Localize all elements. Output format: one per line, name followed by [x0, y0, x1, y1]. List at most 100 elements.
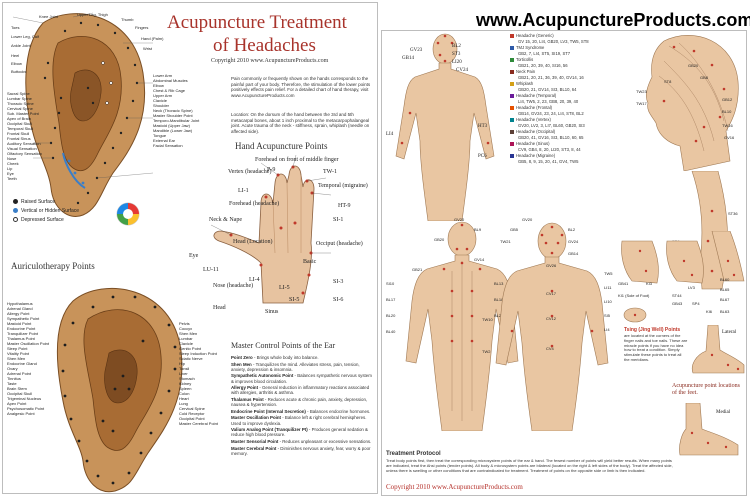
swatch-icon [510, 45, 514, 50]
ear-point-label: Shen Men [179, 331, 198, 336]
legend-entry-points: LI4, TW5, 2, 23, GB8, 20, 39, 40 [518, 99, 579, 104]
legend-entry: Headache (Sinus) [510, 141, 635, 146]
foot-point-label: SP4 [692, 301, 700, 306]
front-point-label: GB14 [568, 251, 579, 256]
master-point-item: Allergy Point - General reduction in inf… [231, 385, 370, 396]
swatch-icon [510, 69, 514, 74]
hand-point-li4: LI-4 [249, 277, 260, 283]
ear-point-label: Hip [179, 361, 186, 366]
ear-label: Cervical Spine [7, 106, 33, 111]
ear-label: Neck (Thoracic Spine) [153, 108, 193, 113]
site-url[interactable]: www.AcupunctureProducts.com [476, 10, 750, 30]
ear-label-wrist: Wrist [143, 46, 153, 51]
ear-point-label: Vitality Point [7, 351, 29, 356]
hand-label-basic: Basic [303, 259, 317, 265]
legend-entry-points: GB2, 7, LI4, ST5, SI19, ST7 [518, 51, 571, 56]
master-points-list: Point Zero - Brings whole body into bala… [231, 355, 373, 457]
front-point-label: BL2 [568, 227, 576, 232]
front-point-label: TW2 [482, 349, 491, 354]
legend-entry: Headache (Frontal) [510, 105, 635, 110]
front-point-label: TW21 [500, 239, 511, 244]
legend-entry: Neck Pain [510, 69, 635, 74]
ear-label: Visual Sensation [7, 146, 37, 151]
foot-point-label: KI1 (Sole of Foot) [618, 293, 650, 298]
ear-point-label: Cold Receptor [179, 411, 205, 416]
ear-point-label: Pelvis [179, 321, 190, 326]
ear-label: Mastoid (Upper Jaw) [153, 123, 190, 128]
hand-label-neck-nape: Neck & Nape [209, 217, 242, 223]
body-point-label: GB14 [402, 56, 414, 61]
head-point-label: GB8 [700, 75, 709, 80]
ear-point-label: Tinnitus [7, 376, 21, 381]
front-point-label: LI11 [604, 285, 612, 290]
foot-sole-figure [623, 307, 647, 323]
ear-label: Occipital Skull [7, 121, 33, 126]
front-point-label: GV24 [568, 239, 579, 244]
head-profile-figure [646, 35, 739, 171]
tsing-text: are located at the corners of the finger… [624, 333, 688, 362]
foot-point-label: GB43 [672, 301, 683, 306]
ear-label: Elbow [153, 83, 164, 88]
legend-entry-points: GV 15, 20, LI4, GB20, LV3, TW5, ST8 [518, 39, 589, 44]
ear-label: Mandible (Lower Jaw) [153, 128, 193, 133]
back-point-label: GB21 [412, 267, 423, 272]
hand-label-sinus: Sinus [265, 309, 279, 315]
back-point-label: GV14 [474, 257, 485, 262]
legend-entry-points: GB21, 20, 21, 36, 39, 40, GV14, 16 [518, 75, 584, 80]
head-point-label: TW16 [722, 123, 733, 128]
back-point-label: GV20 [454, 217, 465, 222]
master-section-title: Master Control Points of the Ear [231, 341, 336, 350]
ear-point-label: Apex Point [7, 401, 27, 406]
swatch-icon [510, 141, 514, 146]
ear-label: Sub. Master Point [7, 111, 39, 116]
legend-depressed: Depressed Surface [13, 217, 64, 223]
ear-label-lower-leg: Lower Leg, Calf [11, 34, 40, 39]
hand-point-si3: SI-3 [333, 279, 344, 285]
condition-legend: Headache (Generic) GV 15, 20, LI4, GB20,… [510, 33, 635, 165]
chart-title-line2: of Headaches [213, 35, 316, 56]
ear-point-label: Master Cerebral Point [179, 421, 218, 426]
ear-point-label: Psychosomatic Point [7, 406, 45, 411]
legend-entry: Torticollis [510, 57, 635, 62]
ear-label-knee-joint: Knee Joint [39, 14, 58, 19]
front-point-label: GV20 [522, 217, 533, 222]
ear-label-ankle-joint: Ankle Joint [11, 43, 31, 48]
master-point-item: Thalamus Point - Reduces acute & chronic… [231, 396, 368, 408]
depressed-dot-icon [13, 217, 18, 223]
vertical-dot-icon [13, 208, 18, 214]
intro-paragraph-1: Pain commonly or frequently shown on the… [231, 76, 371, 98]
hand-point-si1: SI-1 [333, 217, 344, 223]
front-point-label: GB5 [510, 227, 519, 232]
ear-label: Apex of Brain [7, 116, 32, 121]
foot-point-label: KI3 [646, 281, 653, 286]
body-point-label: GV23 [410, 48, 423, 53]
body-point-label: HT3 [478, 124, 488, 129]
front-point-label: TW10 [482, 317, 493, 322]
body-point-label: BL2 [452, 44, 461, 49]
head-point-label: ST8 [664, 79, 672, 84]
ear-point-label: Kidney [179, 381, 192, 386]
ear-point-label: Sleep Induction Point [179, 351, 217, 356]
foot-point-label: KI6 [706, 309, 713, 314]
ear-label: Chest & Rib Cage [153, 88, 186, 93]
swatch-icon [510, 129, 514, 134]
hand-label-occiput: Occiput (headache) [316, 241, 363, 247]
ear-label: Master Shoulder Point [153, 113, 193, 118]
ear-label: External Ear [153, 138, 176, 143]
ear-label: Facial Sensation [153, 143, 183, 148]
left-chart-sheet: Knee Joint Upper Leg, Thigh Thumb Toes F… [2, 2, 378, 494]
legend-entry: Headache (Temporal) [510, 93, 635, 98]
front-point-label: LI4 [604, 327, 610, 332]
hand-label-head: Head [213, 305, 226, 311]
ear-label: Temporal Skull [7, 126, 34, 131]
ear-label: Teeth [7, 176, 17, 181]
head-point-label: GB12 [722, 97, 733, 102]
ear-label-upper-leg: Upper Leg, Thigh [77, 12, 108, 17]
back-point-label: BL23 [494, 313, 504, 318]
ear-point-label: Tonsil [179, 366, 190, 371]
ear-label: Cheek [7, 161, 19, 166]
legend-raised: Raised Surface [13, 199, 55, 205]
ear-label: Nose [7, 156, 17, 161]
ear-label-buttocks: Buttocks [11, 69, 27, 74]
master-point-item: Endocrine Point (Internal Secretion) - B… [231, 408, 371, 414]
